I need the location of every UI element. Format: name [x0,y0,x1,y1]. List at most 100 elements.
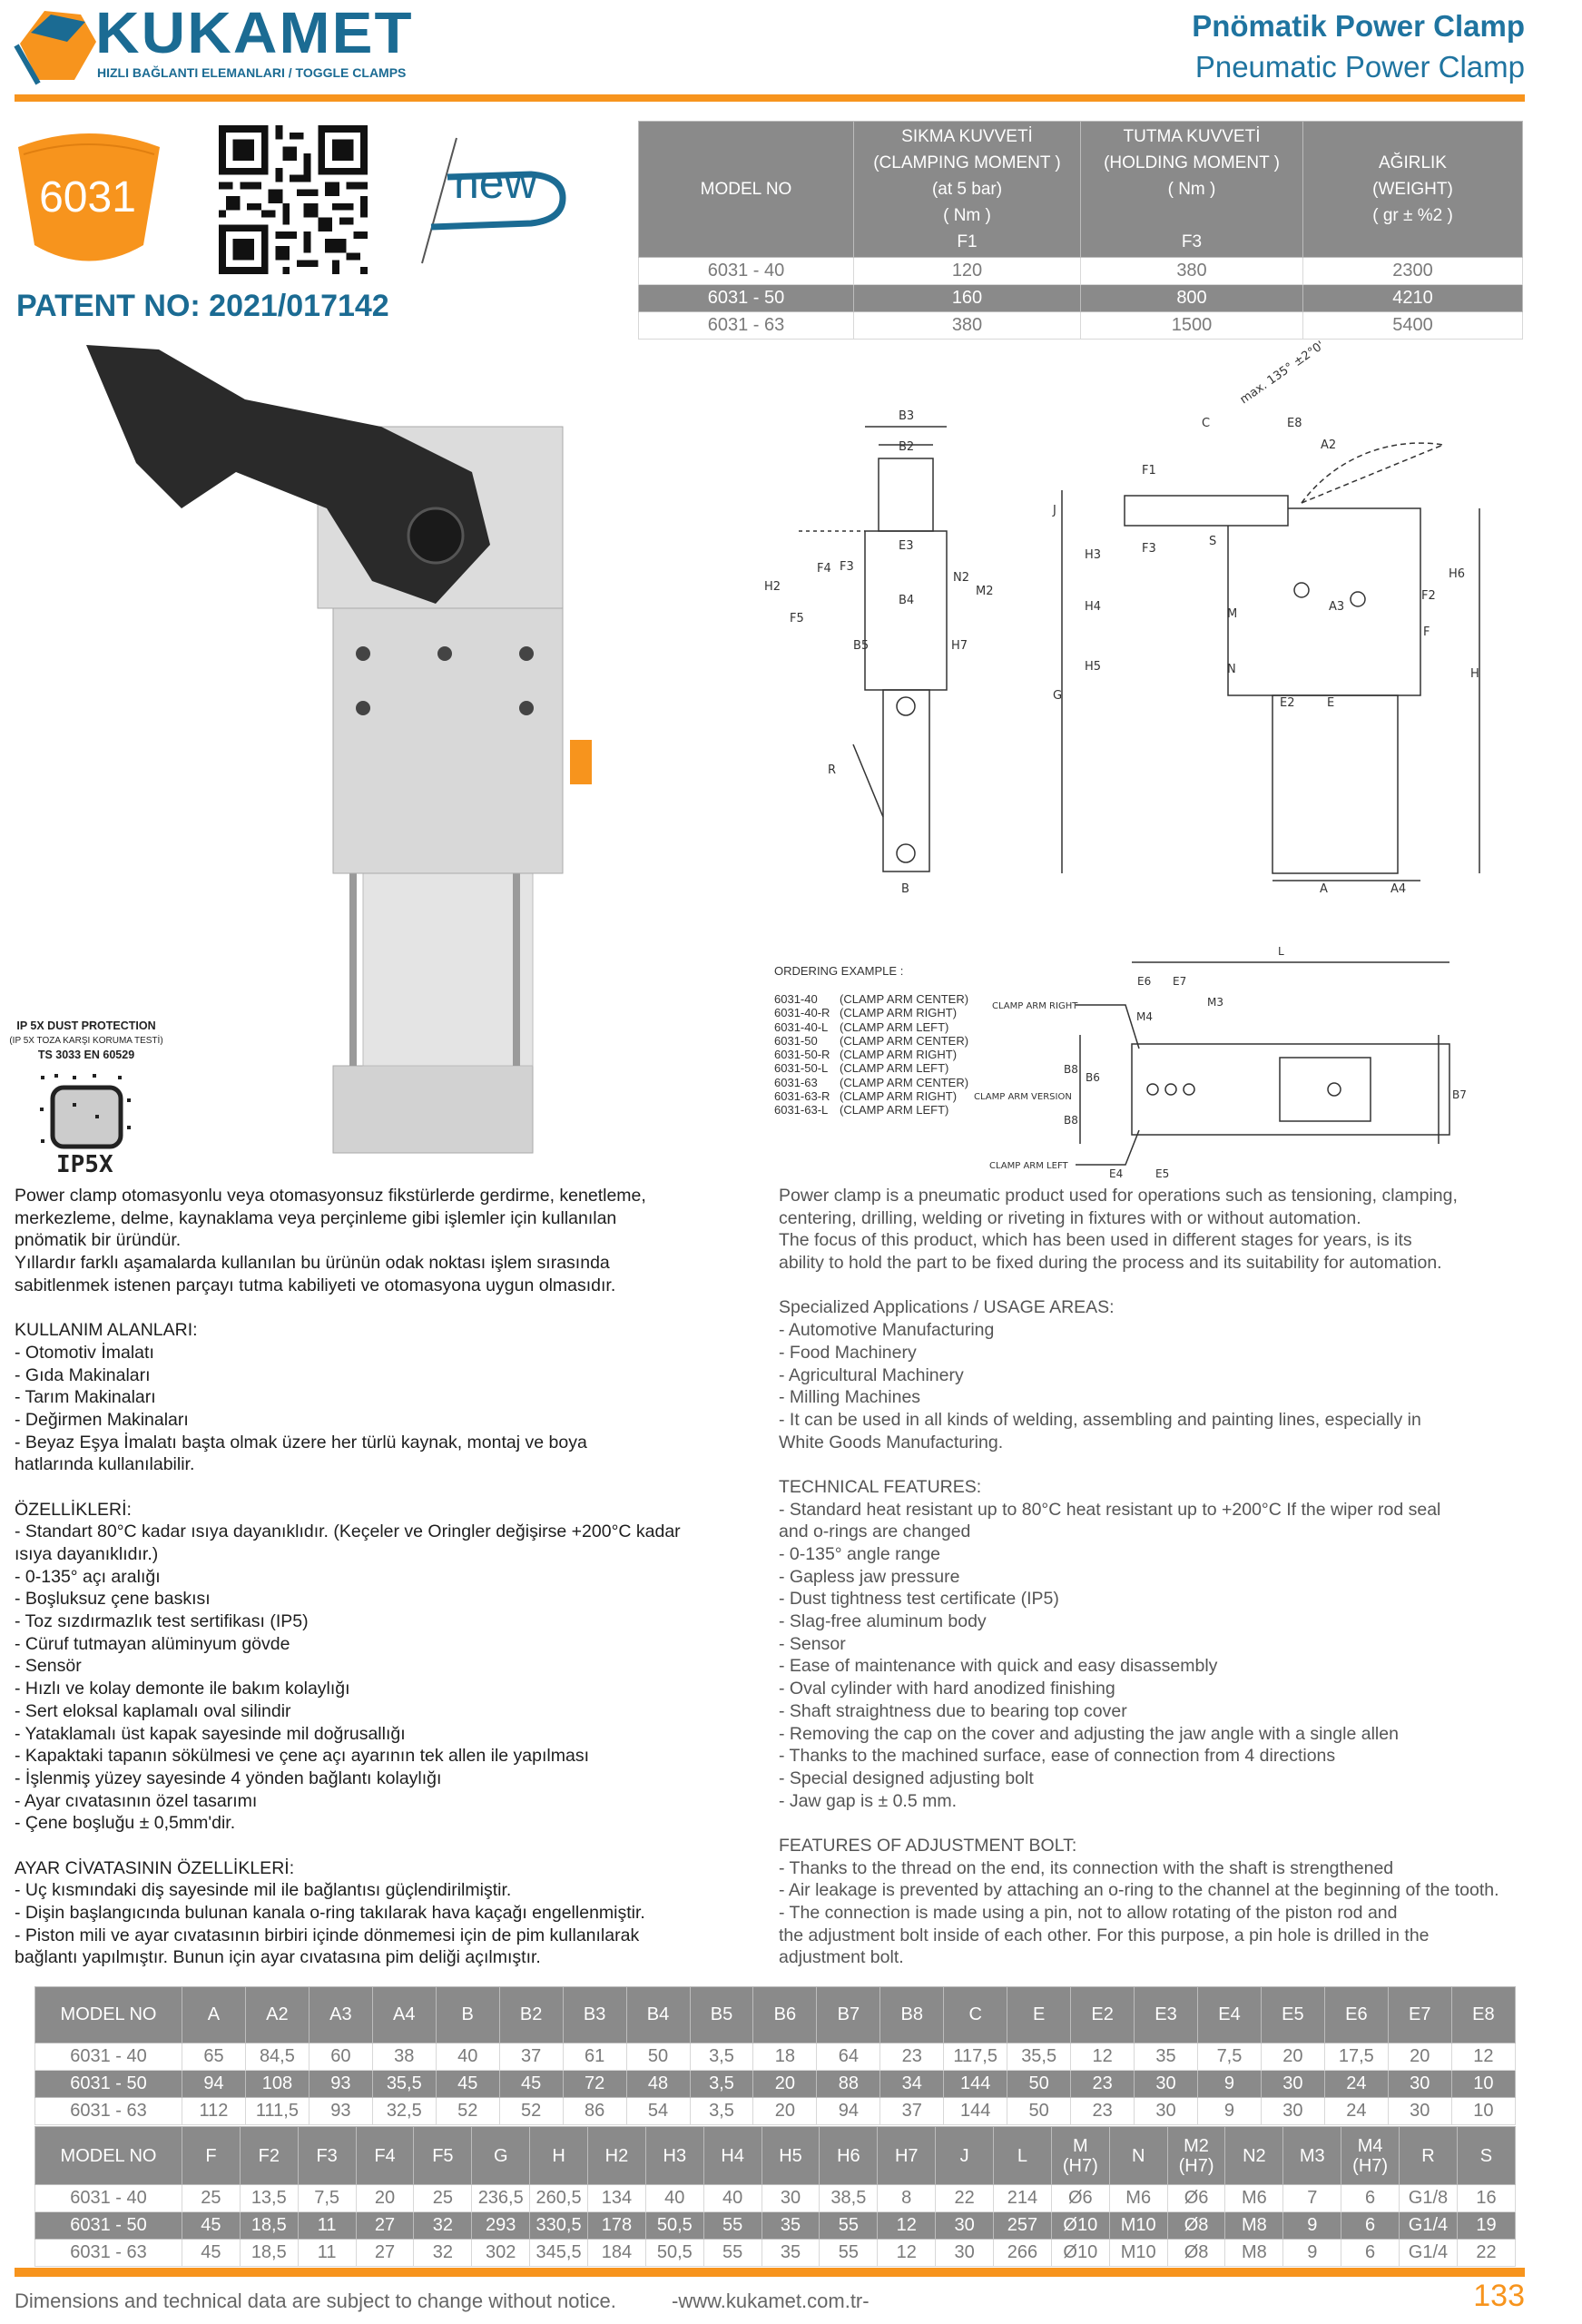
callout-label: CLAMP ARM VERSION [974,1092,1072,1102]
order-description: (CLAMP ARM LEFT) [840,1019,949,1034]
new-label: new [454,157,537,208]
column-header: B5 [689,1986,754,2043]
dim-label: B2 [899,440,914,454]
table-cell: M10 [1108,2211,1168,2240]
table-cell: 144 [943,2070,1008,2098]
ordering-item: 6031-40(CLAMP ARM CENTER) [774,992,968,1006]
table-cell: 38 [371,2043,437,2071]
text-line: centering, drilling, welding or riveting… [779,1207,1361,1228]
table-cell: 61 [562,2043,627,2071]
table-cell: 302 [471,2239,531,2267]
ip-standard: TS 3033 EN 60529 [37,1049,135,1061]
website-link[interactable]: -www.kukamet.com.tr- [672,2290,870,2312]
dim-label: E6 [1137,975,1151,988]
column-header: E [1007,1986,1072,2043]
table-cell: 50,5 [644,2211,704,2240]
text-line [15,1835,681,1857]
order-code: 6031-63 [774,1075,818,1089]
text-line: - Kapaktaki tapanın sökülmesi ve çene aç… [15,1746,589,1767]
table-cell: 236,5 [471,2184,531,2212]
table-cell: Ø6 [1166,2184,1226,2212]
text-line: KULLANIM ALANLARI: [15,1320,198,1341]
table-cell: 35 [761,2211,820,2240]
text-line: ÖZELLİKLERİ: [15,1499,132,1520]
column-header: F2 [239,2126,299,2185]
text-line: Power clamp otomasyonlu veya otomasyonsu… [15,1186,646,1206]
table-cell: 178 [587,2211,646,2240]
text-line: - Oval cylinder with hard anodized finis… [779,1679,1115,1699]
product-code-badge-icon [18,133,160,261]
column-header: B [435,1986,500,2043]
table-cell: 9 [1197,2070,1262,2098]
dim-label: B3 [899,409,914,423]
column-header: C [943,1986,1008,2043]
table-cell: 45 [498,2070,564,2098]
dim-label: F4 [817,562,831,576]
text-line: ısıya dayanıklıdır.) [15,1544,159,1564]
order-code: 6031-40-R [774,1006,830,1020]
table-cell: 330,5 [529,2211,589,2240]
brand-name: KUKAMET [95,0,414,65]
dim-label: F1 [1142,464,1156,478]
ordering-list: 6031-40(CLAMP ARM CENTER)6031-40-R (CLAMP… [774,992,968,1118]
dim-label: F2 [1421,589,1436,603]
text-line: - Ayar cıvatasının özel tasarımı [15,1790,258,1811]
table-cell: 30 [761,2184,820,2212]
column-header: H2 [587,2126,646,2185]
dim-label: S [1209,535,1216,548]
table-cell: 10 [1450,2070,1517,2098]
order-code: 6031-50-R [774,1048,830,1062]
dim-label: A [1320,882,1328,896]
new-badge-icon [421,137,566,264]
order-description: (CLAMP ARM RIGHT) [840,1048,958,1062]
table-cell: 8 [877,2184,937,2212]
table-cell: 6 [1341,2184,1400,2212]
column-header: J [935,2126,995,2185]
table-cell: 35,5 [371,2070,437,2098]
table-cell: 32 [413,2239,473,2267]
column-header: M4 (H7) [1341,2126,1400,2185]
text-line: White Goods Manufacturing. [779,1432,1004,1452]
column-header: N [1108,2126,1168,2185]
table-cell: Ø10 [1050,2239,1110,2267]
table-cell: 88 [816,2070,881,2098]
order-code: 6031-63-R [774,1089,830,1104]
column-header: B6 [752,1986,818,2043]
order-code: 6031-50 [774,1033,818,1048]
qr-code-icon[interactable] [218,125,368,274]
dim-label: M2 [976,585,994,598]
dim-label: F5 [790,612,804,625]
text-line: - Sensor [779,1633,846,1654]
text-line: - Standard heat resistant up to 80°C hea… [779,1499,1441,1520]
order-description: (CLAMP ARM CENTER) [840,1033,969,1048]
table-cell: Ø8 [1166,2239,1226,2267]
table-cell: 20 [1387,2043,1452,2071]
text-line: sabitlenmek istenen parçayı tutma kabili… [15,1275,616,1295]
table-cell: 9 [1197,2097,1262,2125]
table-cell: 25 [413,2184,473,2212]
table-cell: G1/4 [1399,2211,1458,2240]
text-line: - Boşluksuz çene baskısı [15,1589,211,1610]
table-cell: Ø6 [1050,2184,1110,2212]
table-cell: 93 [308,2097,373,2125]
column-header: B7 [816,1986,881,2043]
table-cell: 1500 [1080,311,1303,340]
text-line: - Sensör [15,1656,82,1677]
column-header: M2 (H7) [1166,2126,1226,2185]
table-cell: 32,5 [371,2097,437,2125]
table-cell: 7,5 [1197,2043,1262,2071]
table-cell: 50 [625,2043,691,2071]
product-code: 6031 [39,173,136,222]
dim-label: M4 [1136,1010,1153,1023]
table-cell: 34 [879,2070,945,2098]
table-cell: 12 [1070,2043,1135,2071]
dim-label: M [1227,607,1237,621]
text-line: hatlarında kullanılabilir. [15,1454,195,1475]
text-line: - The connection is made using a pin, no… [779,1903,1398,1923]
table-cell: 94 [816,2097,881,2125]
